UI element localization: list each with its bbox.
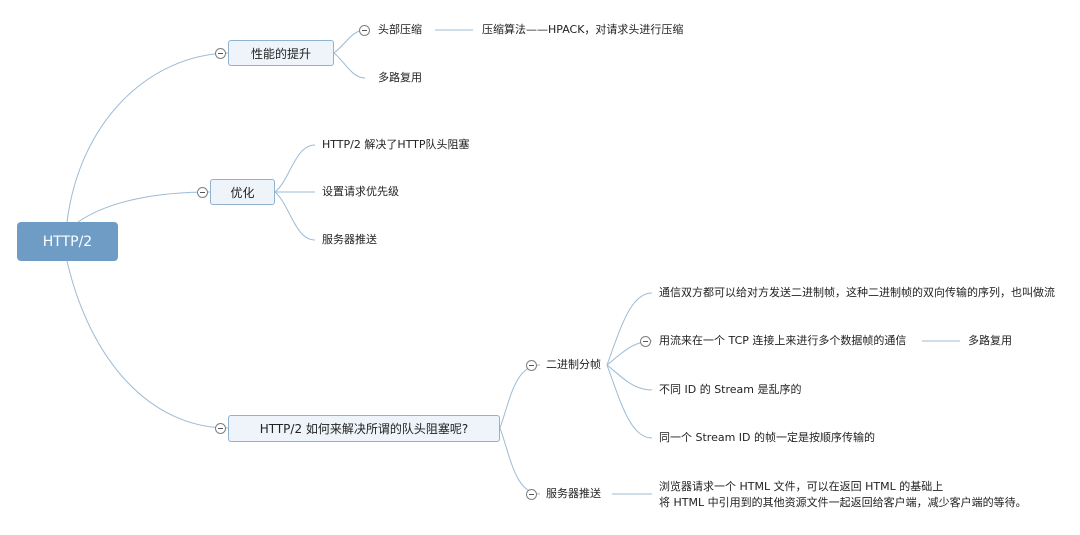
node-binary-framing[interactable]: 二进制分帧 xyxy=(546,358,601,371)
link-opt-item1 xyxy=(274,144,316,193)
collapse-toggle-binary-framing[interactable] xyxy=(526,360,537,371)
link-opt-item3 xyxy=(274,191,316,241)
node-server-push[interactable]: 服务器推送 xyxy=(546,487,601,500)
root-label: HTTP/2 xyxy=(42,233,93,250)
collapse-toggle-optimization[interactable] xyxy=(197,187,208,198)
link-binary-item1 xyxy=(606,292,653,366)
node-server-push-detail-line-1[interactable]: 浏览器请求一个 HTML 文件，可以在返回 HTML 的基础上 xyxy=(659,480,944,493)
link-root-hol xyxy=(66,260,229,429)
link-binary-item3 xyxy=(606,364,653,391)
collapse-toggle-hol[interactable] xyxy=(215,423,226,434)
collapse-toggle-performance[interactable] xyxy=(215,48,226,59)
link-root-optimization xyxy=(77,191,211,223)
branch-hol-label: HTTP/2 如何来解决所谓的队头阻塞呢? xyxy=(259,422,469,436)
branch-hol-blocking[interactable]: HTTP/2 如何来解决所谓的队头阻塞呢? xyxy=(228,415,500,442)
link-hol-push xyxy=(499,427,541,495)
branch-optimization-label: 优化 xyxy=(230,185,255,200)
node-binary-item-3[interactable]: 不同 ID 的 Stream 是乱序的 xyxy=(659,383,802,396)
collapse-toggle-server-push[interactable] xyxy=(526,489,537,500)
branch-performance-label: 性能的提升 xyxy=(250,46,311,61)
collapse-toggle-binary-item-2[interactable] xyxy=(640,336,651,347)
node-stream-multiplexing[interactable]: 多路复用 xyxy=(968,334,1012,347)
node-hpack-detail[interactable]: 压缩算法——HPACK，对请求头进行压缩 xyxy=(482,23,684,36)
node-binary-item-1[interactable]: 通信双方都可以给对方发送二进制帧，这种二进制帧的双向传输的序列，也叫做流 xyxy=(659,286,1055,299)
link-performance-multiplex xyxy=(333,52,366,79)
node-header-compression[interactable]: 头部压缩 xyxy=(378,23,422,36)
branch-performance[interactable]: 性能的提升 xyxy=(228,40,334,66)
node-binary-item-4[interactable]: 同一个 Stream ID 的帧一定是按顺序传输的 xyxy=(659,431,876,444)
node-opt-item-2[interactable]: 设置请求优先级 xyxy=(322,185,399,198)
collapse-toggle-header-compression[interactable] xyxy=(359,25,370,36)
node-opt-item-1[interactable]: HTTP/2 解决了HTTP队头阻塞 xyxy=(322,138,470,151)
branch-optimization[interactable]: 优化 xyxy=(210,179,275,205)
node-opt-item-3[interactable]: 服务器推送 xyxy=(322,233,377,246)
node-multiplexing[interactable]: 多路复用 xyxy=(378,71,422,84)
node-binary-item-2[interactable]: 用流来在一个 TCP 连接上来进行多个数据帧的通信 xyxy=(659,334,907,347)
node-server-push-detail-line-2[interactable]: 将 HTML 中引用到的其他资源文件一起返回给客户端，减少客户端的等待。 xyxy=(659,496,1027,509)
link-hol-binary xyxy=(499,364,541,429)
link-root-performance xyxy=(66,52,229,223)
root-node[interactable]: HTTP/2 xyxy=(17,222,118,261)
link-binary-item4 xyxy=(606,364,653,439)
